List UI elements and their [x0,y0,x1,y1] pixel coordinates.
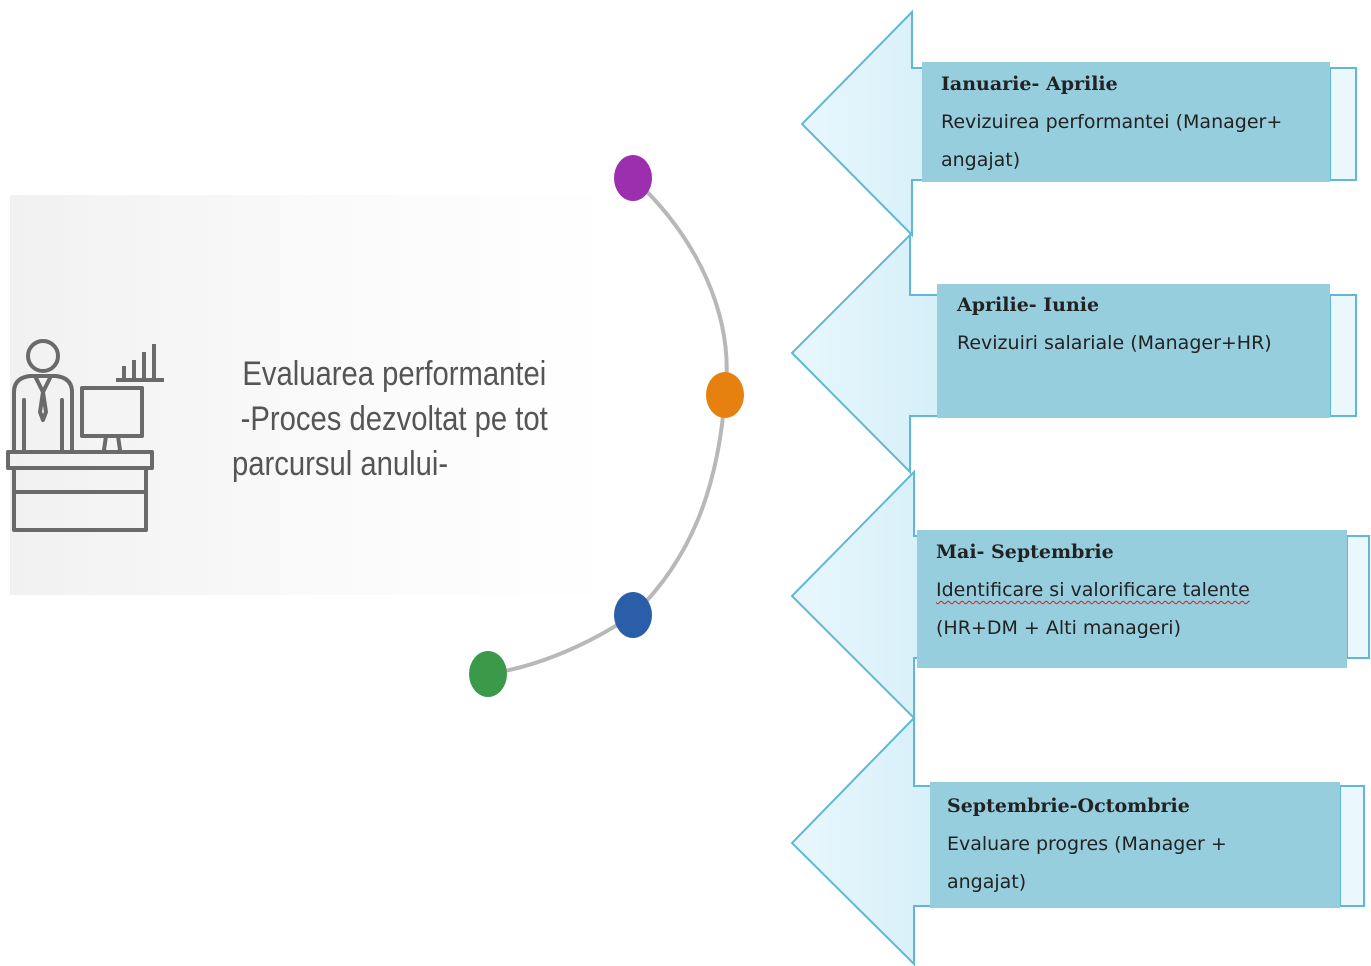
bar-chart-icon [116,344,164,382]
stage-1-description: Revizuirea performantei (Manager+ angaja… [941,111,1283,171]
title-line-2: -Proces dezvoltat pe tot [240,400,548,438]
stage-arrow-3 [790,469,1370,721]
stage-4-description: Evaluare progres (Manager + angajat) [947,833,1227,893]
stage-2-period: Aprilie- Iunie [957,294,1100,316]
stage-2-text: Aprilie- Iunie Revizuiri salariale (Mana… [957,286,1327,362]
stage-3-description-line-2: (HR+DM + Alti manageri) [936,617,1181,639]
timeline-arc [487,176,729,676]
milestone-dot-purple [614,155,652,201]
stage-3-text: Mai- Septembrie Identificare si valorifi… [936,533,1341,647]
milestone-dot-blue [614,592,652,638]
stage-arrow-4 [790,715,1365,966]
stage-3-description-line-1: Identificare si valorificare talente [936,579,1250,601]
milestone-dot-orange [706,372,744,418]
title-line-3: parcursul anului- [232,445,449,483]
stage-4-period: Septembrie-Octombrie [947,795,1190,817]
stage-arrow-2 [790,232,1357,475]
stage-3-period: Mai- Septembrie [936,541,1114,563]
title-line-1: Evaluarea performantei [242,355,547,393]
stage-arrow-1 [800,9,1357,238]
person-at-desk-icon [6,339,154,532]
stage-4-text: Septembrie-Octombrie Evaluare progres (M… [947,787,1277,901]
milestone-dot-green [469,651,507,697]
stage-2-description: Revizuiri salariale (Manager+HR) [957,332,1272,354]
stage-1-period: Ianuarie- Aprilie [941,73,1118,95]
stage-1-text: Ianuarie- Aprilie Revizuirea performante… [941,65,1326,179]
diagram-title: Evaluarea performantei -Proces dezvoltat… [232,352,559,487]
